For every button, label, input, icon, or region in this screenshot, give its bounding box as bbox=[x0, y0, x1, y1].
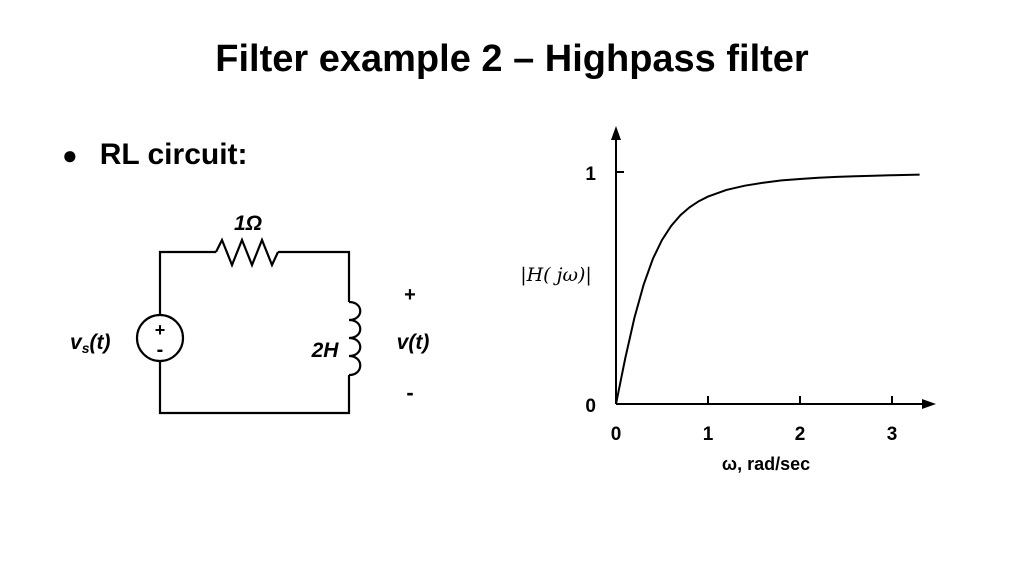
x-tick-label: 2 bbox=[795, 424, 806, 445]
y-tick-label: 0 bbox=[585, 396, 596, 417]
output-voltage-label: v(t) bbox=[397, 331, 430, 354]
wire-right-top bbox=[278, 250, 351, 302]
output-plus-sign: + bbox=[404, 284, 416, 306]
inductor-label: 2H bbox=[311, 339, 340, 362]
x-tick-label: 0 bbox=[611, 424, 622, 445]
slide-title: Filter example 2 – Highpass filter bbox=[215, 38, 809, 80]
source-label: vs(t) bbox=[70, 331, 110, 356]
output-minus-sign: - bbox=[406, 380, 413, 405]
wire-right-bottom bbox=[158, 361, 351, 415]
x-axis-arrow-icon bbox=[922, 399, 936, 409]
wire-left-top bbox=[158, 250, 216, 315]
resistor-symbol bbox=[215, 237, 279, 268]
y-axis-label: |H( jω)| bbox=[520, 264, 592, 286]
magnitude-curve bbox=[615, 173, 920, 405]
source-minus-sign: - bbox=[157, 339, 164, 361]
voltage-source-symbol bbox=[135, 313, 185, 363]
x-tick-label: 3 bbox=[887, 424, 898, 445]
resistor-label: 1Ω bbox=[234, 212, 262, 235]
bullet-text: RL circuit: bbox=[99, 138, 248, 171]
bullet-dot-icon: ● bbox=[62, 139, 78, 170]
x-tick-label: 1 bbox=[703, 424, 714, 445]
y-tick-label: 1 bbox=[585, 164, 596, 185]
inductor-symbol bbox=[348, 300, 362, 377]
y-axis-arrow-icon bbox=[611, 126, 621, 140]
bullet-item: ● RL circuit: bbox=[62, 138, 248, 172]
x-axis-label: ω, rad/sec bbox=[722, 454, 810, 474]
source-plus-sign: + bbox=[155, 320, 166, 340]
